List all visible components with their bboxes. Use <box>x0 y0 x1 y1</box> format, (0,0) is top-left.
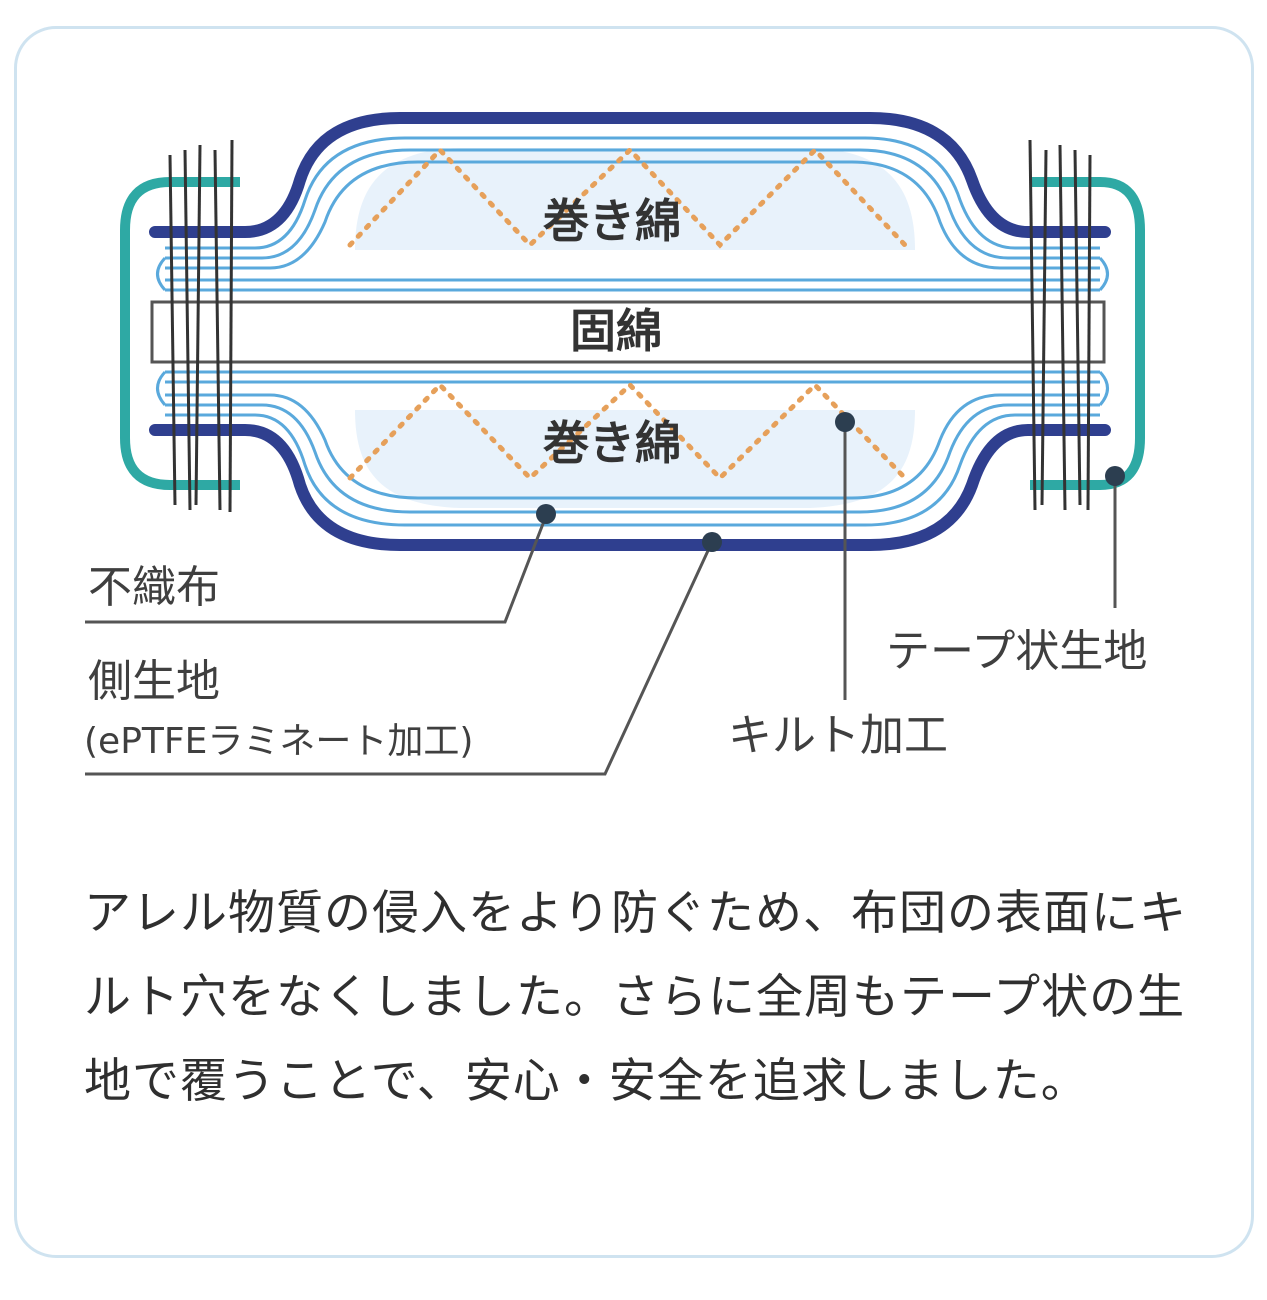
nonwoven-top-2 <box>165 148 1100 260</box>
side-stitches-left <box>168 139 234 513</box>
firm-batting-box <box>150 300 1106 364</box>
side-stitches-right <box>1028 139 1092 511</box>
nonwoven-top-1 <box>165 136 1100 250</box>
outer-fabric-top <box>149 112 1111 238</box>
dot-outer-fabric <box>702 532 722 552</box>
dot-quilting <box>835 412 855 432</box>
bottom-batting-label: 巻き綿 <box>543 416 681 470</box>
tape-left <box>120 177 240 490</box>
nonwoven-bottom-3 <box>165 413 1100 527</box>
fold-left <box>156 256 167 406</box>
dot-nonwoven <box>536 504 556 524</box>
firm-batting-label: 固綿 <box>570 304 662 358</box>
leader-outer-fabric <box>85 541 714 776</box>
quilt-stitch-top <box>347 146 908 249</box>
leader-lines <box>85 422 1117 776</box>
nonwoven-bottom-1 <box>165 393 1100 500</box>
fold-right <box>1098 256 1109 406</box>
bottom-batting-fill <box>355 410 915 508</box>
outer-fabric-note: (ePTFEラミネート加工) <box>84 721 474 762</box>
quilt-stitch-bottom <box>347 381 908 482</box>
outer-fabric-bottom <box>149 424 1111 551</box>
quilting-label: キルト加工 <box>728 710 948 761</box>
nonwoven-label: 不織布 <box>88 562 220 613</box>
tape-fabric-label: テープ状生地 <box>886 626 1148 677</box>
futon-cross-section-diagram <box>85 112 1145 776</box>
nonwoven-top-3 <box>165 160 1100 270</box>
dot-tape <box>1105 466 1125 486</box>
description-text: アレル物質の侵入をより防ぐため、布団の表面にキルト穴をなくしました。さらに全周も… <box>84 886 1188 1109</box>
nonwoven-bottom-2 <box>165 403 1100 514</box>
top-batting-fill <box>355 148 915 250</box>
outer-fabric-label: 側生地 <box>88 656 220 707</box>
leader-nonwoven <box>85 515 548 624</box>
top-batting-label: 巻き綿 <box>543 194 681 248</box>
